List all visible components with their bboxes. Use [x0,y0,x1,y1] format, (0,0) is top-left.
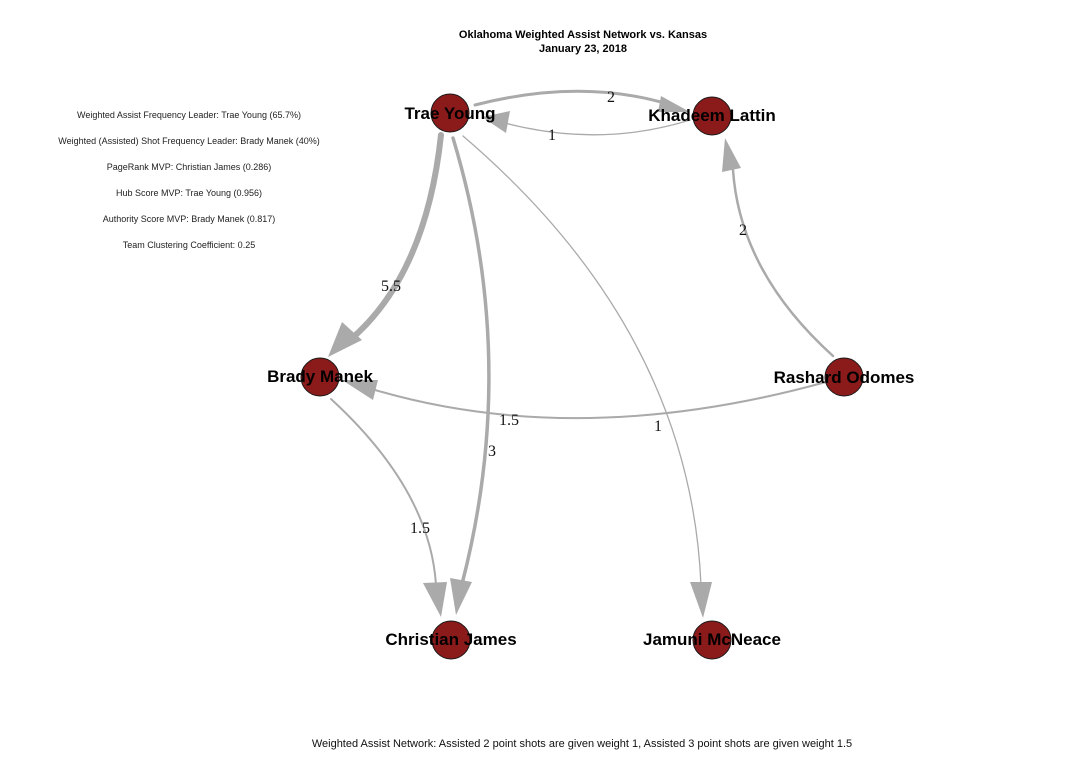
node-rashard-odomes[interactable] [824,357,864,397]
edge-rashard-to-brady [374,381,827,420]
stat-pagerank-mvp: PageRank MVP: Christian James (0.286) [107,162,272,172]
edge-label-trae-christian: 3 [488,443,496,460]
diagram-subtitle: January 23, 2018 [539,43,627,55]
edge-khadeem-to-trae [504,119,691,136]
stat-clustering: Team Clustering Coefficient: 0.25 [123,240,255,250]
node-label-jamuni-mcneace: Jamuni McNeace [643,630,781,649]
nodes [300,93,864,660]
edge-label-rashard-khadeem: 2 [739,222,747,239]
node-label-khadeem-lattin: Khadeem Lattin [648,106,776,125]
node-jamuni-mcneace[interactable] [692,620,732,660]
edge-trae-to-christian-arrow [450,578,472,615]
node-label-brady-manek: Brady Manek [267,367,373,386]
edge-trae-to-khadeem [473,89,670,107]
diagram-caption: Weighted Assist Network: Assisted 2 poin… [312,738,852,750]
node-labels: Trae Young Khadeem Lattin Brady Manek Ra… [267,104,914,649]
edge-trae-to-christian [451,136,491,586]
edge-rashard-to-khadeem [731,168,835,358]
edge-trae-to-khadeem-arrow [658,96,690,112]
node-brady-manek[interactable] [300,357,340,397]
edge-label-trae-jamuni: 1 [654,418,662,435]
edge-label-rashard-brady: 1.5 [499,412,519,429]
edge-trae-to-brady-arrow [328,322,362,357]
edge-rashard-to-brady-arrow [342,380,378,400]
stat-authority-mvp: Authority Score MVP: Brady Manek (0.817) [103,214,276,224]
edge-label-khadeem-trae: 1 [548,127,556,144]
edge-label-brady-christian: 1.5 [410,520,430,537]
stat-hub-mvp: Hub Score MVP: Trae Young (0.956) [116,188,262,198]
node-trae-young[interactable] [430,93,470,133]
edge-trae-to-jamuni-arrow [690,582,712,618]
edge-khadeem-to-trae-arrow [482,111,510,133]
node-christian-james[interactable] [431,620,471,660]
edge-trae-to-jamuni [462,135,702,586]
stat-assist-leader: Weighted Assist Frequency Leader: Trae Y… [77,110,301,120]
edges: 2 1 5.5 3 1 2 1.5 1.5 [328,89,835,618]
edge-label-trae-khadeem: 2 [607,89,615,106]
node-label-rashard-odomes: Rashard Odomes [774,368,915,387]
edge-brady-to-christian-arrow [423,582,447,617]
node-label-trae-young: Trae Young [404,104,495,123]
edge-brady-to-christian [330,398,437,586]
stat-shot-leader: Weighted (Assisted) Shot Frequency Leade… [58,136,319,146]
edge-rashard-to-khadeem-arrow [722,138,741,172]
edge-label-trae-brady: 5.5 [381,278,401,295]
edge-trae-to-brady [347,132,444,343]
node-label-christian-james: Christian James [385,630,516,649]
diagram-title: Oklahoma Weighted Assist Network vs. Kan… [459,29,707,41]
node-khadeem-lattin[interactable] [692,96,732,136]
